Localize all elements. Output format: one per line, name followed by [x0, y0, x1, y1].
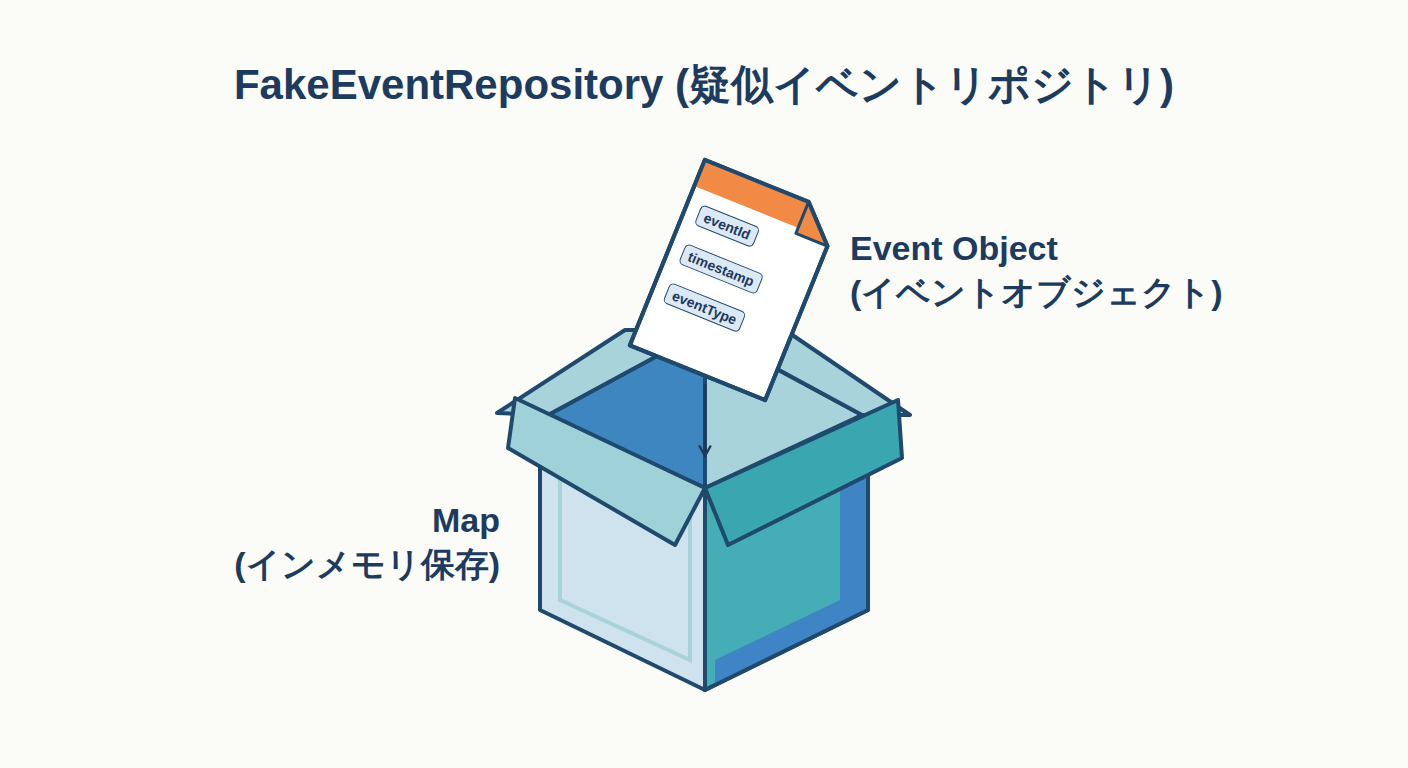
- event-document: eventIdtimestampeventTypeEvent Object (イ…: [662, 180, 808, 380]
- flow-arrow: [704, 384, 707, 456]
- node-heading: Event Object (イベントオブジェクト): [850, 226, 1223, 314]
- diagram-title: FakeEventRepository (疑似イベントリポジトリ): [0, 60, 1408, 110]
- map-box: Map (インメモリ保存): [545, 460, 865, 690]
- node-heading: Map (インメモリ保存): [234, 498, 500, 586]
